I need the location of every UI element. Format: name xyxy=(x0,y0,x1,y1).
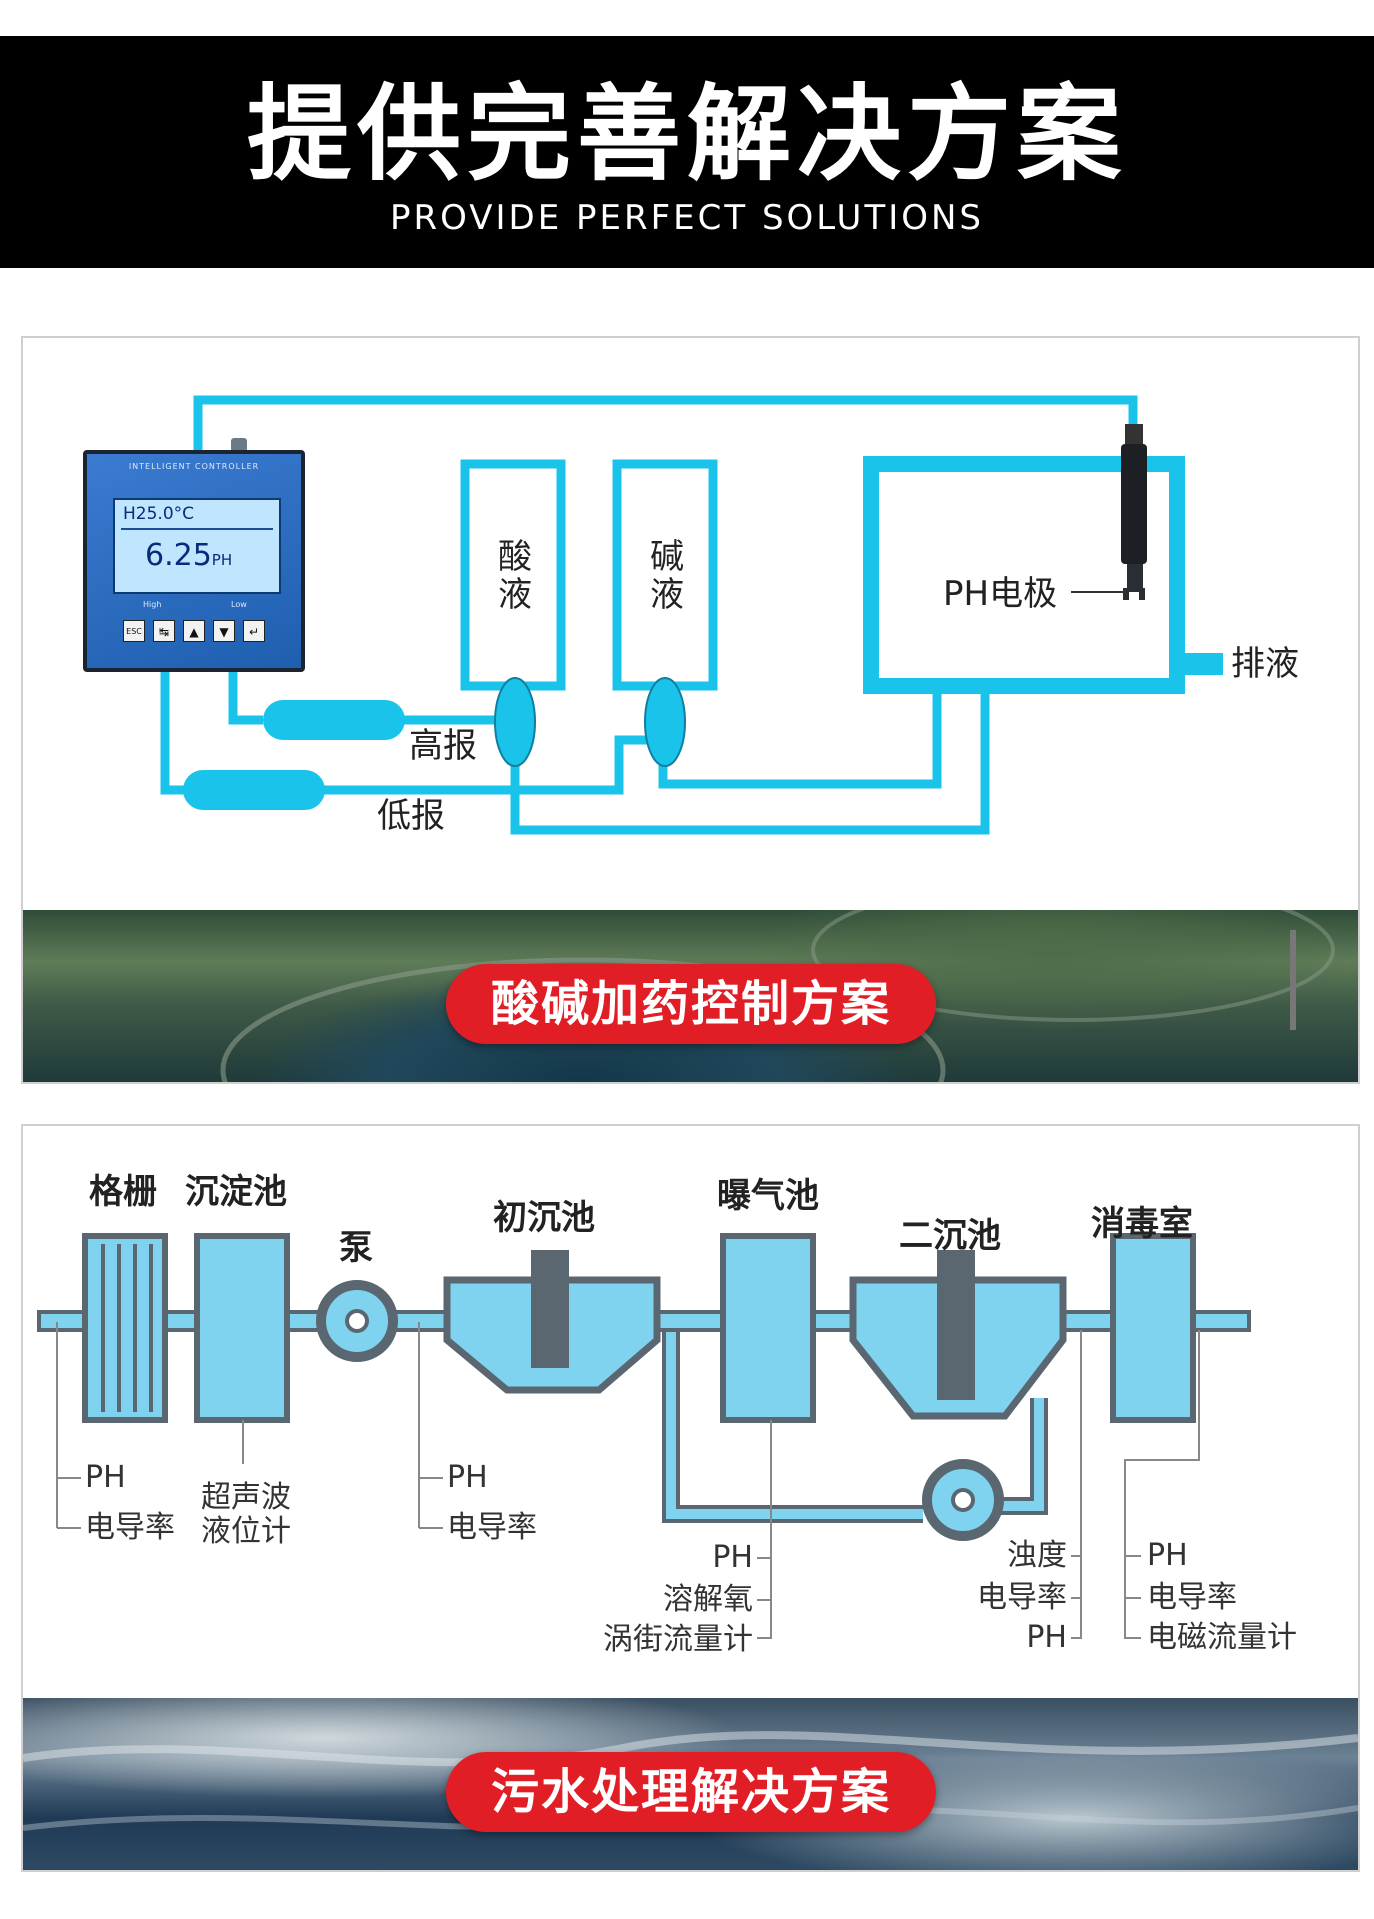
drain-label: 排液 xyxy=(1231,644,1299,684)
acid-base-panel: INTELLIGENT CONTROLLER H25.0°C 6.25PH Hi… xyxy=(21,336,1360,1084)
aeration-tank xyxy=(720,1233,816,1423)
pump-ph: PH xyxy=(447,1460,488,1495)
pipe-acid-to-tank xyxy=(510,686,990,835)
sewage-panel: 格栅 沉淀池 泵 初沉池 曝气池 二沉池 消毒室 PH 电导率 超声波 液位计 … xyxy=(21,1124,1360,1872)
ph-value: 6.25 xyxy=(145,538,212,573)
shift-key[interactable]: ↹ xyxy=(153,620,175,642)
sewage-photo: 污水处理解决方案 xyxy=(23,1698,1358,1870)
controller-screen: H25.0°C 6.25PH xyxy=(113,498,281,594)
down-key[interactable]: ▼ xyxy=(213,620,235,642)
grille-label: 格栅 xyxy=(89,1172,157,1212)
control-line-high xyxy=(228,672,263,725)
vortex-flowmeter: 涡街流量计 xyxy=(603,1622,753,1657)
low-indicator: Low xyxy=(231,600,247,609)
electromagnetic-flowmeter: 电磁流量计 xyxy=(1147,1620,1297,1655)
high-alarm-pump xyxy=(263,700,405,740)
base-tank-label: 碱液 xyxy=(650,537,684,615)
turbidity: 浊度 xyxy=(1007,1538,1067,1573)
pipe-base-to-tank xyxy=(658,686,942,789)
primary-label: 初沉池 xyxy=(493,1198,595,1238)
base-valve xyxy=(644,677,686,767)
acid-base-banner: 酸碱加药控制方案 xyxy=(446,964,936,1044)
enter-key[interactable]: ↵ xyxy=(243,620,265,642)
screen-divider xyxy=(121,528,273,530)
ph-unit: PH xyxy=(211,551,233,569)
controller-body: INTELLIGENT CONTROLLER H25.0°C 6.25PH Hi… xyxy=(83,450,305,672)
sedimentation-tank xyxy=(194,1233,290,1423)
secondary-conductivity: 电导率 xyxy=(977,1580,1067,1615)
page-subtitle: PROVIDE PERFECT SOLUTIONS xyxy=(389,198,985,238)
temperature-readout: H25.0°C xyxy=(123,504,195,524)
secondary-label: 二沉池 xyxy=(899,1216,1001,1256)
sewage-diagram xyxy=(37,1233,1251,1639)
dissolved-oxygen: 溶解氧 xyxy=(663,1582,753,1617)
grille-unit xyxy=(82,1233,168,1423)
controller-brand: INTELLIGENT CONTROLLER xyxy=(128,462,260,471)
secondary-ph: PH xyxy=(1026,1620,1067,1655)
aeration-ph: PH xyxy=(712,1540,753,1575)
pump-conductivity: 电导率 xyxy=(447,1510,537,1545)
plant-photo: 酸碱加药控制方案 xyxy=(23,910,1358,1082)
high-indicator: High xyxy=(143,600,162,609)
plant-photo-details xyxy=(220,910,1335,1082)
ultrasonic-label: 超声波 xyxy=(201,1480,291,1515)
low-alarm-label: 低报 xyxy=(377,796,445,836)
ph-readout: 6.25PH xyxy=(145,538,232,573)
signal-line-electrode xyxy=(193,395,1138,450)
sedimentation-label: 沉淀池 xyxy=(185,1172,287,1212)
level-meter-label: 液位计 xyxy=(201,1514,291,1549)
pipe-low-to-base xyxy=(323,735,661,795)
acid-base-diagram xyxy=(160,395,1223,835)
ph-electrode-probe xyxy=(1121,424,1147,600)
ph-controller: INTELLIGENT CONTROLLER H25.0°C 6.25PH Hi… xyxy=(83,438,305,672)
low-alarm-pump xyxy=(183,770,325,810)
header-banner: 提供完善解决方案 PROVIDE PERFECT SOLUTIONS xyxy=(0,36,1374,268)
acid-valve xyxy=(494,677,536,767)
control-line-low xyxy=(160,672,193,795)
acid-tank-label: 酸液 xyxy=(498,537,532,615)
aeration-label: 曝气池 xyxy=(717,1176,819,1216)
up-key[interactable]: ▲ xyxy=(183,620,205,642)
grille-ph: PH xyxy=(85,1460,126,1495)
high-alarm-label: 高报 xyxy=(409,726,477,766)
electrode-label: PH电极 xyxy=(943,574,1058,614)
disinfection-label: 消毒室 xyxy=(1091,1204,1193,1244)
cable-gland xyxy=(231,438,247,452)
disinfection-ph: PH xyxy=(1147,1538,1188,1573)
disinfection-conductivity: 电导率 xyxy=(1147,1580,1237,1615)
sewage-banner: 污水处理解决方案 xyxy=(446,1752,936,1832)
pump-label: 泵 xyxy=(339,1228,373,1268)
controller-keypad: ESC ↹ ▲ ▼ ↵ xyxy=(123,620,273,646)
esc-key[interactable]: ESC xyxy=(123,620,145,642)
electrode-tank xyxy=(863,456,1185,694)
page-title: 提供完善解决方案 xyxy=(246,73,1127,195)
grille-conductivity: 电导率 xyxy=(85,1510,175,1545)
disinfection-tank xyxy=(1110,1233,1196,1423)
